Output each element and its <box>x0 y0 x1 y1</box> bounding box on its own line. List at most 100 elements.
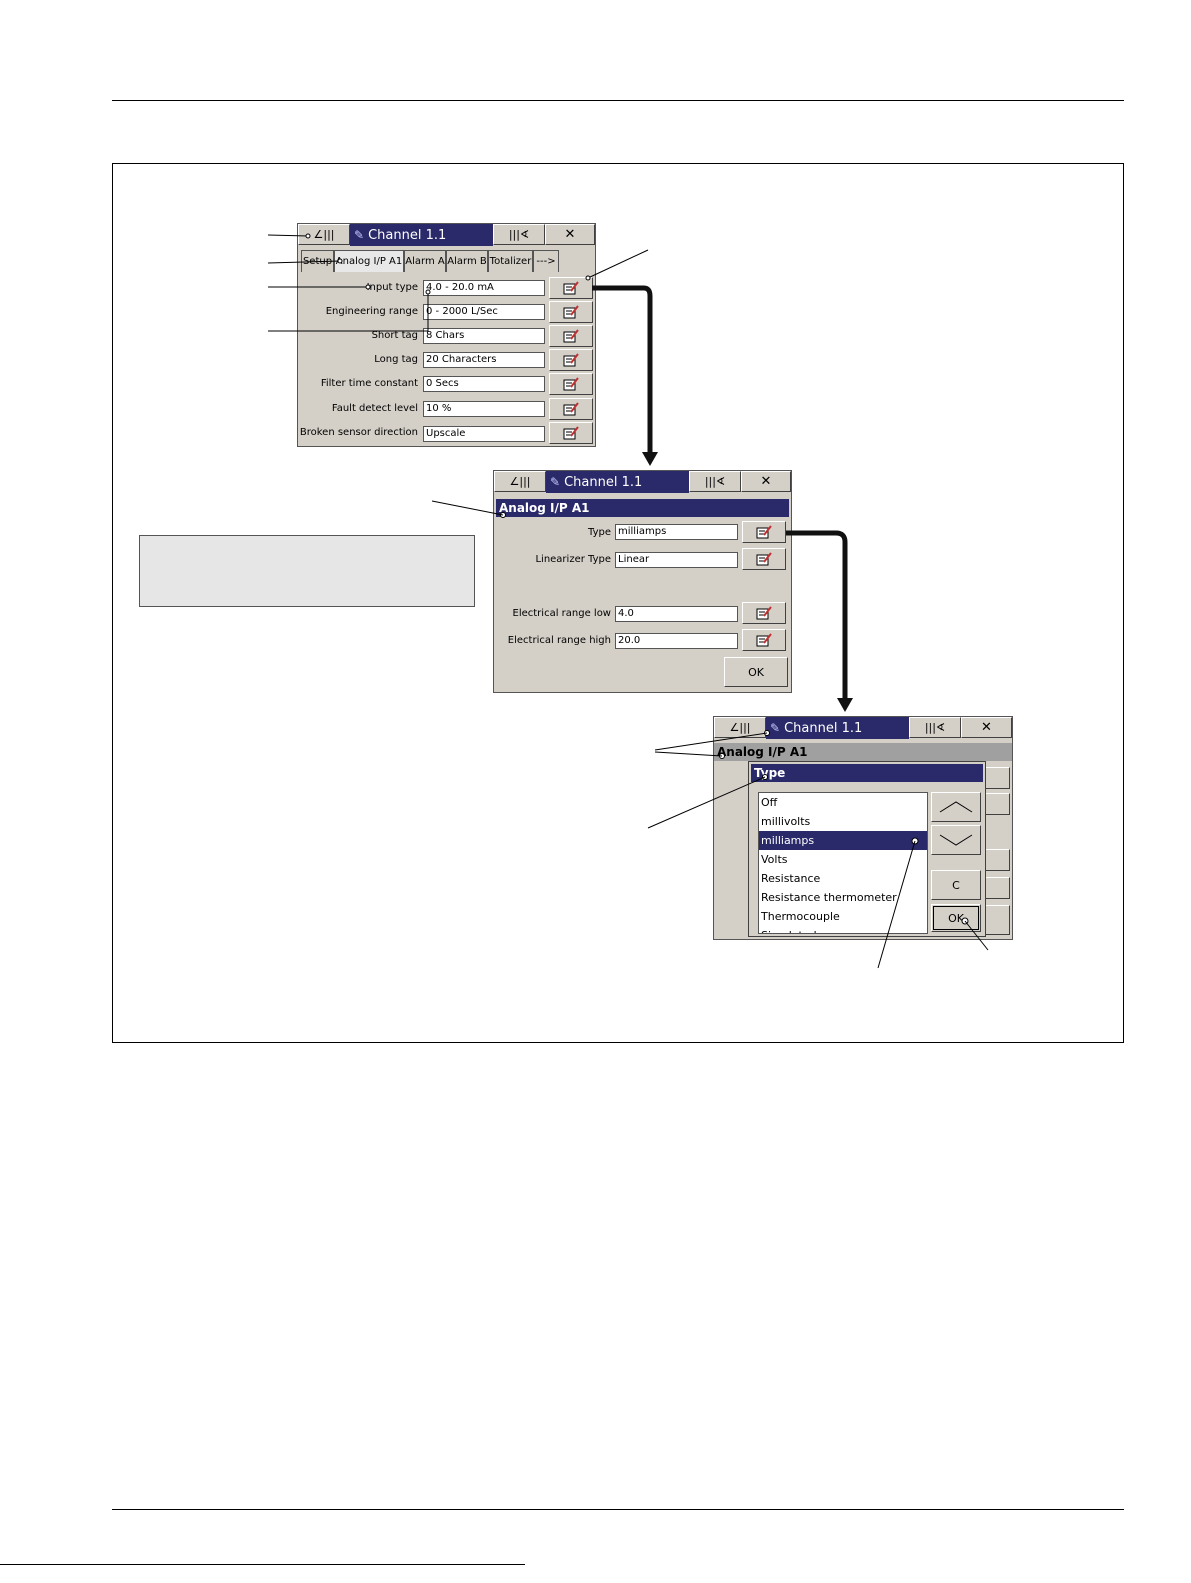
channel-window-main: ∠||| ✎ Channel 1.1 |||∢ ✕ Setup Analog I… <box>297 223 596 447</box>
flow-arrow-1 <box>592 285 658 466</box>
list-item[interactable]: millivolts <box>761 815 811 828</box>
field-linearizer-type: Linear <box>615 552 738 568</box>
close-button[interactable]: ✕ <box>961 717 1012 738</box>
edit-icon <box>756 633 772 647</box>
window-title-text: Channel 1.1 <box>564 474 643 490</box>
row-label-broken-sensor-direction: Broken sensor direction <box>299 427 418 438</box>
ok-button[interactable]: OK <box>931 904 981 932</box>
row-label-input-type: Input type <box>366 282 418 293</box>
prev-channel-button[interactable]: ∠||| <box>298 224 350 245</box>
window-title: ✎ Channel 1.1 <box>546 471 689 493</box>
footer-short-rule <box>0 1564 525 1565</box>
edit-button-type[interactable] <box>742 521 786 543</box>
arrow-up-icon <box>939 801 973 813</box>
row-label-electrical-range-high: Electrical range high <box>507 635 611 646</box>
edit-button-filter-time-constant[interactable] <box>549 373 593 395</box>
callout-lines-window1 <box>267 234 649 332</box>
list-item[interactable]: Resistance thermometer <box>761 891 897 904</box>
figure-frame <box>112 163 1124 1043</box>
edit-icon <box>563 426 579 440</box>
edit-button-electrical-range-low[interactable] <box>742 602 786 624</box>
close-button[interactable]: ✕ <box>545 224 595 245</box>
window-title: ✎ Channel 1.1 <box>350 224 493 246</box>
list-item-selected[interactable]: milliamps <box>759 831 927 850</box>
row-label-linearizer-type: Linearizer Type <box>535 554 611 565</box>
window-title-text: Channel 1.1 <box>368 227 447 243</box>
field-long-tag: 20 Characters <box>423 352 545 368</box>
field-broken-sensor-direction: Upscale <box>423 426 545 442</box>
tab-alarm-a[interactable]: Alarm A <box>404 250 446 272</box>
list-item[interactable]: Simulated ramp <box>759 926 927 933</box>
field-engineering-range: 0 - 2000 L/Sec <box>423 304 545 320</box>
edit-button-engineering-range[interactable] <box>549 301 593 323</box>
edit-icon <box>756 552 772 566</box>
scroll-up-button[interactable] <box>931 792 981 822</box>
top-rule <box>112 100 1124 101</box>
ok-button[interactable]: OK <box>724 657 788 687</box>
type-options-list[interactable]: Off millivolts milliamps Volts Resistanc… <box>758 792 928 934</box>
close-button[interactable]: ✕ <box>741 471 791 492</box>
pen-icon: ✎ <box>770 721 781 735</box>
list-item[interactable]: Resistance <box>761 872 821 885</box>
edit-icon <box>563 402 579 416</box>
tab-alarm-b[interactable]: Alarm B <box>446 250 488 272</box>
row-label-engineering-range: Engineering range <box>325 306 418 317</box>
field-input-type: 4.0 - 20.0 mA <box>423 280 545 296</box>
edit-icon <box>563 281 579 295</box>
row-label-short-tag: Short tag <box>371 330 418 341</box>
analog-ip-window: ∠||| ✎ Channel 1.1 |||∢ ✕ Analog I/P A1 … <box>493 470 792 693</box>
scroll-down-button[interactable] <box>931 825 981 855</box>
edit-button-electrical-range-high[interactable] <box>742 629 786 651</box>
next-channel-button[interactable]: |||∢ <box>909 717 961 738</box>
field-type: milliamps <box>615 524 738 540</box>
edit-button-broken-sensor-direction[interactable] <box>549 422 593 444</box>
dialog-title: Type <box>751 764 983 782</box>
edit-icon <box>563 353 579 367</box>
prev-channel-button[interactable]: ∠||| <box>494 471 546 492</box>
field-fault-detect-level: 10 % <box>423 401 545 417</box>
section-header: Analog I/P A1 <box>496 499 789 517</box>
edit-button-long-tag[interactable] <box>549 349 593 371</box>
callout-lines-window3 <box>647 732 989 969</box>
edit-icon <box>756 525 772 539</box>
section-header-dimmed: Analog I/P A1 <box>714 743 1012 761</box>
row-label-fault-detect-level: Fault detect level <box>331 403 418 414</box>
pen-icon: ✎ <box>354 228 365 242</box>
cancel-button[interactable]: C <box>931 870 981 900</box>
tab-strip: Setup Analog I/P A1 Alarm A Alarm B Tota… <box>298 250 595 272</box>
list-item[interactable]: Off <box>761 796 778 809</box>
edit-icon <box>563 377 579 391</box>
field-electrical-range-low: 4.0 <box>615 606 738 622</box>
row-label-filter-time-constant: Filter time constant <box>320 378 418 389</box>
next-channel-button[interactable]: |||∢ <box>689 471 741 492</box>
row-label-electrical-range-low: Electrical range low <box>512 608 611 619</box>
edit-button-fault-detect-level[interactable] <box>549 398 593 420</box>
field-filter-time-constant: 0 Secs <box>423 376 545 392</box>
pen-icon: ✎ <box>550 475 561 489</box>
tab-totalizer[interactable]: Totalizer <box>488 250 533 272</box>
callout-line-window2 <box>431 500 504 516</box>
window-title-text: Channel 1.1 <box>784 720 863 736</box>
bottom-rule <box>112 1509 1124 1510</box>
type-select-window: ∠||| ✎ Channel 1.1 |||∢ ✕ Analog I/P A1 … <box>713 716 1013 940</box>
list-item[interactable]: Volts <box>761 853 788 866</box>
window-title: ✎ Channel 1.1 <box>766 717 909 739</box>
callout-dots <box>305 233 969 925</box>
type-dialog: Type Off millivolts milliamps Volts Resi… <box>748 761 986 937</box>
edit-icon <box>756 606 772 620</box>
field-short-tag: 8 Chars <box>423 328 545 344</box>
list-item[interactable]: Thermocouple <box>761 910 840 923</box>
edit-icon <box>563 305 579 319</box>
row-label-long-tag: Long tag <box>374 354 418 365</box>
arrow-down-icon <box>939 834 973 846</box>
tab-more[interactable]: ---> <box>533 250 559 272</box>
edit-icon <box>563 329 579 343</box>
flow-arrow-2 <box>786 530 853 712</box>
row-label-type: Type <box>588 527 611 538</box>
field-electrical-range-high: 20.0 <box>615 633 738 649</box>
edit-button-short-tag[interactable] <box>549 325 593 347</box>
edit-button-linearizer-type[interactable] <box>742 548 786 570</box>
next-channel-button[interactable]: |||∢ <box>493 224 545 245</box>
note-box <box>139 535 475 607</box>
